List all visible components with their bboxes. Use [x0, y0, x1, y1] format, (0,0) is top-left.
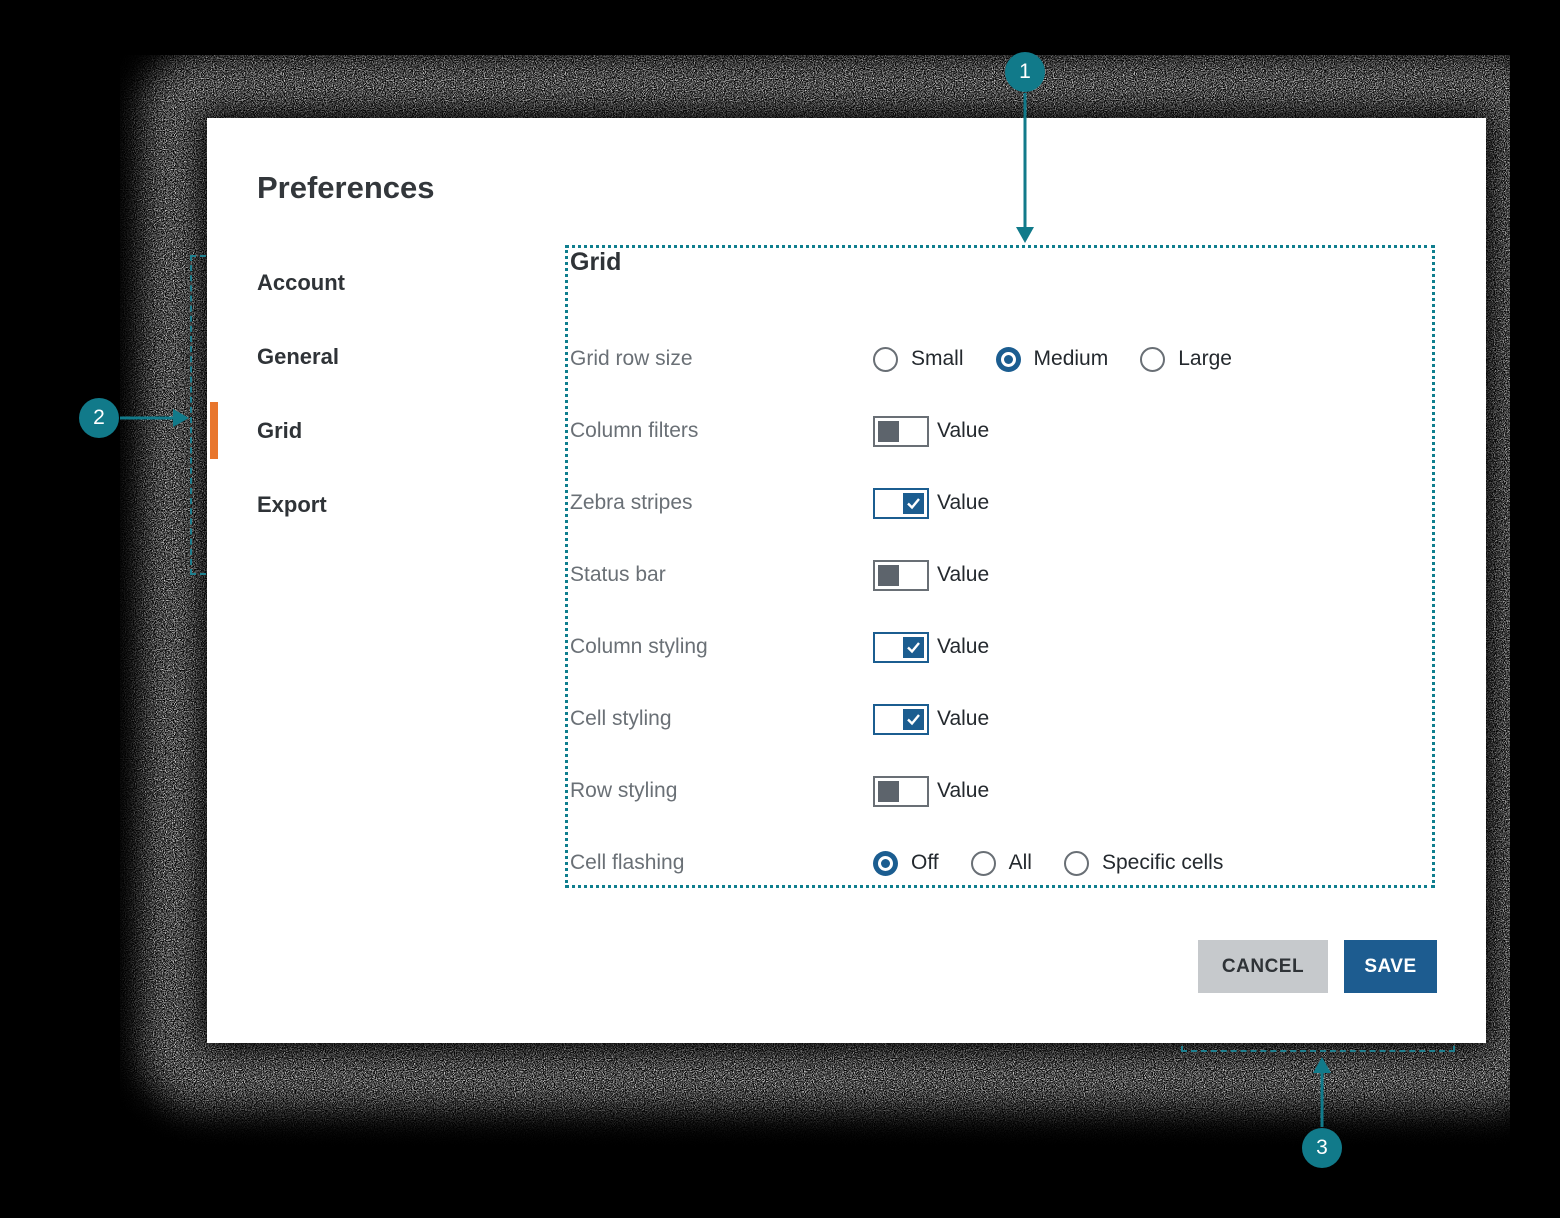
radio-option-all[interactable]: All: [970, 850, 1032, 876]
settings-row-column-styling: Column styling Value: [570, 630, 989, 664]
sidebar-item-export[interactable]: Export: [257, 492, 327, 517]
toggle-value-label: Value: [937, 707, 990, 730]
settings-row-cell-styling: Cell styling Value: [570, 702, 989, 736]
toggle-value-label: Value: [937, 779, 990, 802]
toggle-switch[interactable]: [873, 631, 929, 663]
callout-badge-3: 3: [1302, 1128, 1342, 1168]
toggle-value-label: Value: [937, 563, 990, 586]
radio-option-large[interactable]: Large: [1140, 346, 1232, 372]
radio-option-medium[interactable]: Medium: [995, 346, 1109, 372]
settings-row-row-styling: Row styling Value: [570, 774, 989, 808]
check-icon: [907, 641, 920, 653]
toggle-switch[interactable]: [873, 703, 929, 735]
radio-group-grid-row-size: Small Medium Large: [873, 346, 1232, 372]
radio-label: All: [1008, 851, 1032, 874]
dialog-footer: CANCEL SAVE: [1198, 940, 1437, 993]
dialog-title: Preferences: [257, 170, 435, 205]
row-label: Status bar: [570, 563, 666, 586]
radio-option-off[interactable]: Off: [873, 850, 939, 876]
toggle-switch[interactable]: [873, 775, 929, 807]
radio-label: Small: [911, 347, 964, 370]
row-label: Cell styling: [570, 707, 672, 730]
toggle-value-label: Value: [937, 635, 990, 658]
radio-label: Off: [911, 851, 939, 874]
settings-row-status-bar: Status bar Value: [570, 558, 989, 592]
row-label: Grid row size: [570, 347, 693, 370]
check-icon: [907, 713, 920, 725]
preferences-dialog: Preferences Account General Grid Export …: [207, 118, 1486, 1043]
save-button[interactable]: SAVE: [1344, 940, 1437, 993]
toggle-switch[interactable]: [873, 559, 929, 591]
toggle-knob: [878, 564, 899, 586]
toggle-knob: [903, 492, 924, 514]
radio-option-specific-cells[interactable]: Specific cells: [1063, 850, 1224, 876]
sidebar-item-general[interactable]: General: [257, 344, 339, 369]
active-item-indicator: [210, 402, 218, 459]
radio-icon[interactable]: [995, 346, 1021, 372]
radio-option-small[interactable]: Small: [873, 346, 964, 372]
toggle-knob: [903, 708, 924, 730]
toggle-switch[interactable]: [873, 487, 929, 519]
panel-title: Grid: [570, 248, 622, 276]
radio-icon[interactable]: [1063, 850, 1089, 876]
row-label: Zebra stripes: [570, 491, 693, 514]
radio-icon[interactable]: [873, 850, 898, 876]
row-label: Column filters: [570, 419, 699, 442]
radio-label: Specific cells: [1101, 851, 1224, 874]
radio-icon[interactable]: [1140, 346, 1166, 372]
row-label: Column styling: [570, 635, 708, 658]
settings-row-zebra-stripes: Zebra stripes Value: [570, 486, 989, 520]
callout-badge-1: 1: [1005, 52, 1045, 92]
row-label: Row styling: [570, 779, 678, 802]
toggle-value-label: Value: [937, 419, 990, 442]
toggle-knob: [878, 780, 899, 802]
radio-icon[interactable]: [970, 850, 996, 876]
toggle-knob: [878, 420, 899, 442]
row-label: Cell flashing: [570, 851, 685, 874]
sidebar-item-account[interactable]: Account: [257, 270, 345, 295]
toggle-value-label: Value: [937, 491, 990, 514]
radio-group-cell-flashing: Off All Specific cells: [873, 850, 1224, 876]
cancel-button[interactable]: CANCEL: [1198, 940, 1328, 993]
radio-icon[interactable]: [873, 346, 898, 372]
settings-row-column-filters: Column filters Value: [570, 414, 989, 448]
settings-row-grid-row-size: Grid row size Small Medium Large: [570, 342, 1232, 376]
toggle-knob: [903, 636, 924, 658]
settings-row-cell-flashing: Cell flashing Off All Specific cells: [570, 846, 1223, 880]
sidebar-item-grid[interactable]: Grid: [257, 418, 303, 443]
radio-label: Large: [1178, 347, 1232, 370]
radio-label: Medium: [1033, 347, 1109, 370]
check-icon: [907, 497, 920, 509]
callout-badge-2: 2: [79, 398, 119, 438]
toggle-switch[interactable]: [873, 415, 929, 447]
grid-settings-panel: Grid Grid row size Small Medium Large: [565, 245, 1435, 888]
